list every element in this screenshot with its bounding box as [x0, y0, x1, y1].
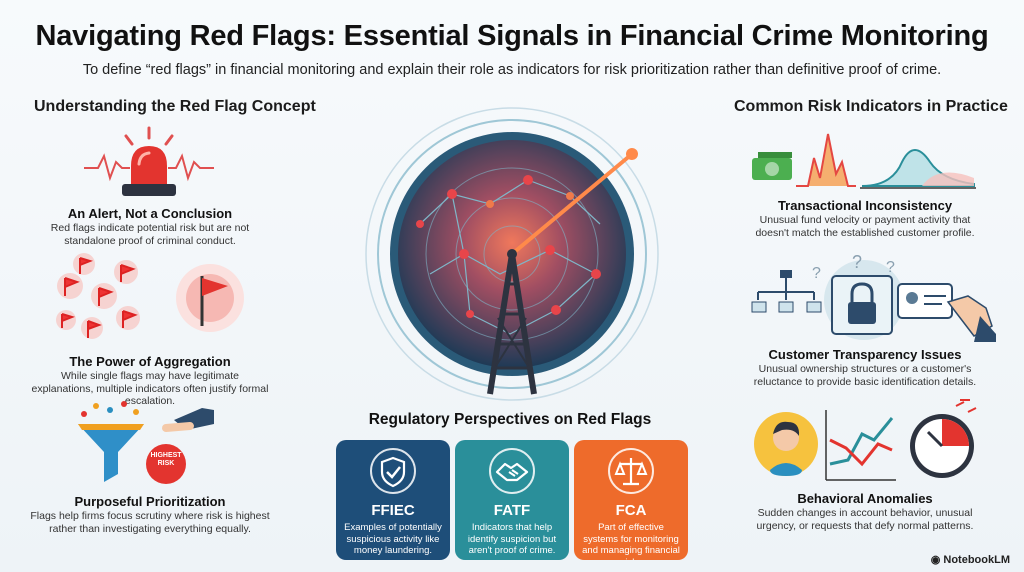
radar-icon — [365, 107, 659, 401]
regulatory-heading: Regulatory Perspectives on Red Flags — [368, 411, 652, 428]
left-item-desc-1: Red flags indicate potential risk but ar… — [50, 222, 250, 247]
right-heading: Common Risk Indicators in Practice — [734, 98, 1008, 115]
right-item-title-1: Transactional Inconsistency — [777, 198, 953, 213]
shield-icon — [370, 448, 416, 494]
brand-logo: ◉ NotebookLM — [931, 553, 1010, 566]
svg-text:?: ? — [852, 252, 862, 272]
lock-icon: ? ? ? — [751, 252, 996, 342]
left-item-desc-3: Flags help firms focus scrutiny where ri… — [30, 510, 270, 535]
right-item-desc-1: Unusual fund velocity or payment activit… — [755, 214, 975, 239]
right-item-title-3: Behavioral Anomalies — [797, 491, 933, 506]
svg-text:?: ? — [886, 259, 895, 276]
notebooklm-icon: ◉ — [930, 554, 944, 566]
funnel-icon — [78, 401, 214, 484]
svg-text:?: ? — [812, 265, 821, 282]
card-ffiec-desc: Examples of potentially suspicious activ… — [344, 522, 442, 556]
brand-name: NotebookLM — [943, 554, 1010, 566]
highest-risk-badge: HIGHEST RISK — [150, 452, 182, 467]
siren-icon — [84, 126, 214, 196]
card-fatf: FATF Indicators that help identify suspi… — [455, 440, 569, 560]
clock-icon — [754, 399, 977, 481]
handshake-icon — [489, 448, 535, 494]
card-fca-desc: Part of effective systems for monitoring… — [582, 522, 680, 560]
scales-icon — [608, 448, 654, 494]
flags-icon — [56, 253, 244, 339]
right-item-desc-3: Sudden changes in account behavior, unus… — [756, 507, 974, 532]
left-item-title-3: Purposeful Prioritization — [74, 494, 226, 509]
right-item-title-2: Customer Transparency Issues — [768, 347, 962, 362]
left-item-title-2: The Power of Aggregation — [69, 354, 231, 369]
right-item-desc-2: Unusual ownership structures or a custom… — [753, 363, 977, 388]
card-fatf-name: FATF — [493, 502, 531, 519]
page-subtitle: To define “red flags” in financial monit… — [82, 62, 942, 78]
left-heading: Understanding the Red Flag Concept — [34, 98, 316, 115]
page-title: Navigating Red Flags: Essential Signals … — [35, 20, 989, 52]
card-fatf-desc: Indicators that help identify suspicion … — [467, 522, 557, 556]
left-item-title-1: An Alert, Not a Conclusion — [67, 206, 233, 221]
chart-icon — [752, 133, 976, 189]
card-ffiec: FFIEC Examples of potentially suspicious… — [336, 440, 450, 560]
left-item-desc-2: While single flags may have legitimate e… — [31, 370, 269, 407]
card-ffiec-name: FFIEC — [371, 502, 415, 519]
card-fca: FCA Part of effective systems for monito… — [574, 440, 688, 560]
card-fca-name: FCA — [615, 502, 647, 519]
